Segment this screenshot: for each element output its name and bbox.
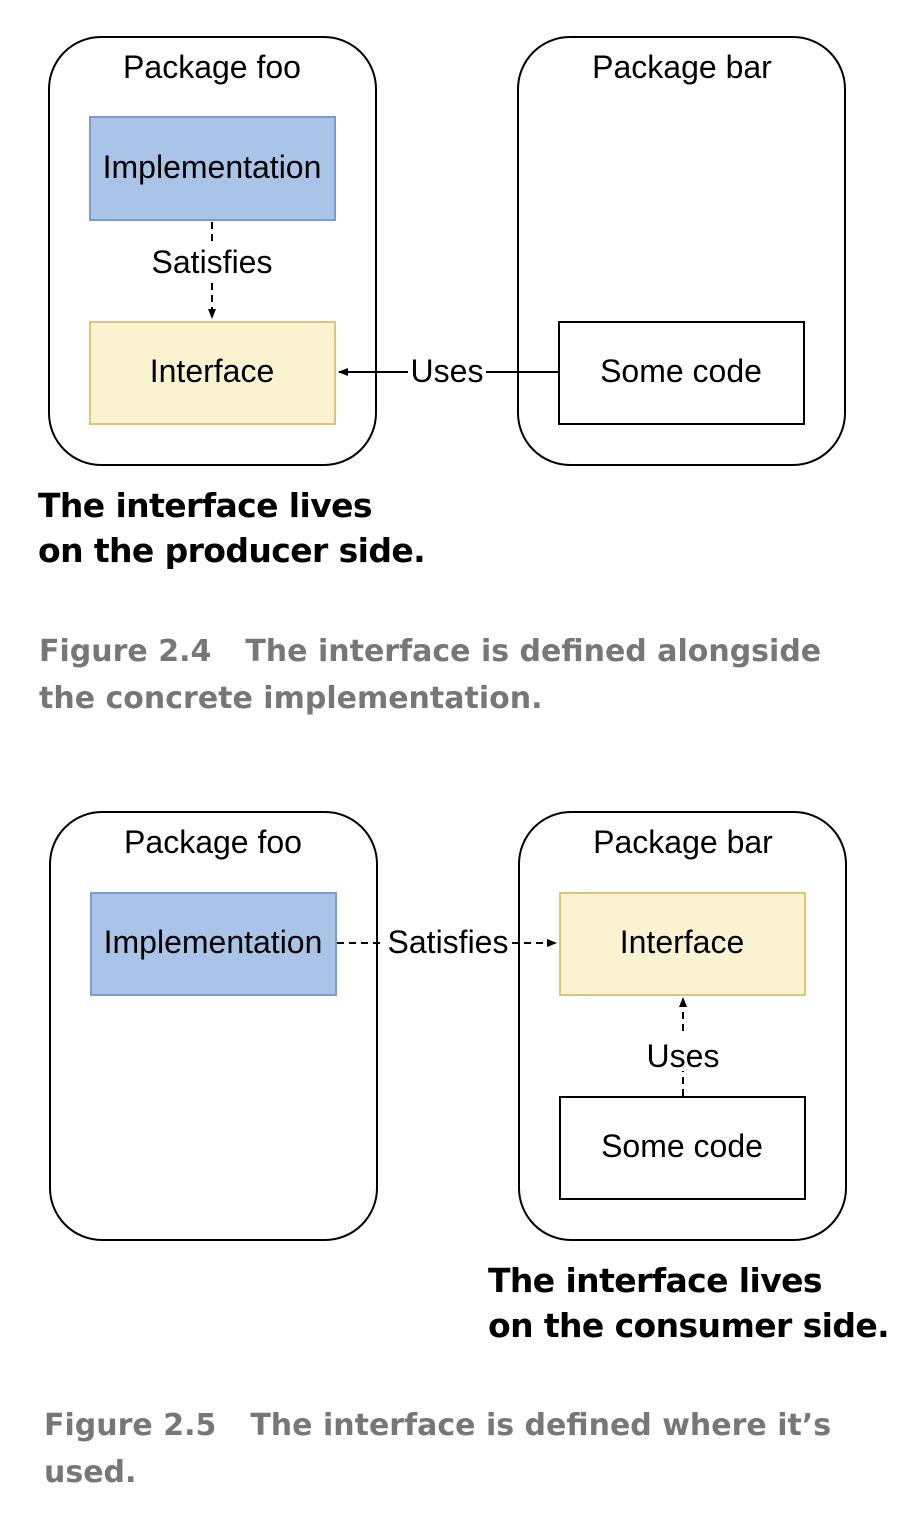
some-code-label: Some code [601, 1128, 763, 1164]
note-line: The interface lives [488, 1261, 823, 1300]
package-foo-title: Package foo [123, 49, 301, 85]
figure-2-4-diagram: Package foo Package bar Implementation S… [48, 36, 846, 466]
note-line: on the consumer side. [488, 1306, 890, 1345]
package-foo-title: Package foo [124, 824, 302, 860]
caption-text: The interface is defined alongside [245, 634, 822, 669]
some-code-box [558, 321, 805, 425]
implementation-label: Implementation [104, 924, 323, 960]
some-code-box [559, 1096, 806, 1200]
package-foo-container [49, 811, 378, 1241]
package-bar-title: Package bar [593, 824, 773, 860]
interface-label: Interface [150, 353, 275, 389]
interface-box [559, 892, 806, 996]
figure-number: Figure 2.4 [39, 634, 212, 669]
caption-text: The interface is defined where it’s [250, 1408, 832, 1443]
interface-box [89, 321, 336, 425]
some-code-label: Some code [600, 353, 762, 389]
figure-2-4-caption: Figure 2.4 The interface is defined along… [39, 628, 821, 722]
implementation-box [89, 116, 336, 221]
caption-text: used. [44, 1455, 137, 1490]
note-line: The interface lives [38, 486, 373, 525]
note-line: on the producer side. [38, 531, 426, 570]
figure-2-5-diagram: Package foo Package bar Implementation S… [49, 811, 847, 1241]
satisfies-label: Satisfies [388, 924, 509, 960]
interface-label: Interface [620, 924, 745, 960]
figure-2-5-caption: Figure 2.5 The interface is defined where… [44, 1402, 831, 1496]
package-bar-title: Package bar [592, 49, 772, 85]
figure-2-4-note: The interface lives on the producer side… [38, 483, 426, 573]
implementation-box [90, 892, 337, 996]
figure-number: Figure 2.5 [44, 1408, 217, 1443]
satisfies-label: Satisfies [152, 244, 273, 280]
caption-text: the concrete implementation. [39, 681, 543, 716]
uses-label: Uses [647, 1038, 720, 1074]
figure-2-5-note: The interface lives on the consumer side… [488, 1258, 890, 1348]
implementation-label: Implementation [103, 149, 322, 185]
uses-label: Uses [411, 353, 484, 389]
